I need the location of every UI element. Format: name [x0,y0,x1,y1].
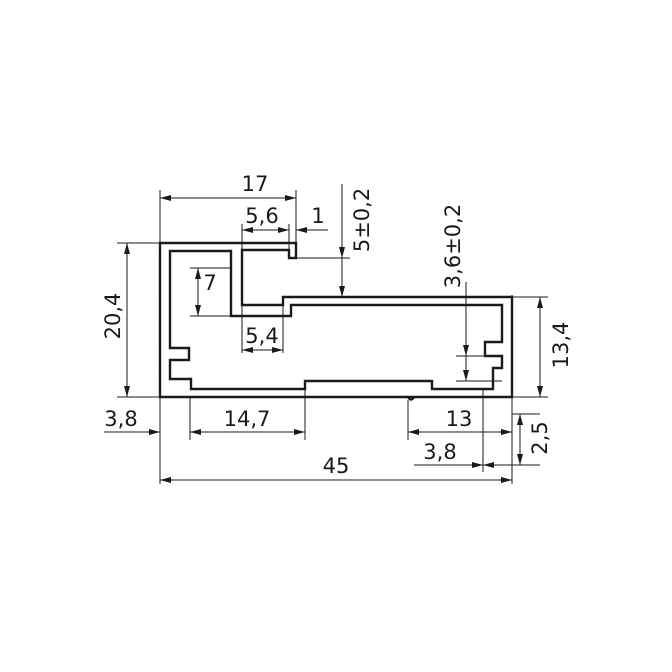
dim-label-wall-left: 3,8 [104,407,137,431]
dim-label-overall-width: 45 [323,454,350,478]
dim-label-notch-width: 5,4 [245,324,278,348]
dim-label-lip-step: 1 [311,204,324,228]
dim-label-bottom-span: 14,7 [224,407,271,431]
arrowheads [124,195,543,483]
dim-label-foot-height: 2,5 [528,421,552,454]
dim-label-inner-groove: 3,6±0,2 [441,204,465,288]
dim-label-lip-width: 5,6 [245,204,278,228]
dim-label-left-height: 20,4 [101,293,125,340]
groove-mark [406,396,416,401]
dim-label-top-offset: 5±0,2 [350,188,374,252]
dim-label-right-wall: 3,8 [423,440,456,464]
dim-label-top-width: 17 [242,172,269,196]
dim-label-right-height: 13,4 [549,322,573,369]
dim-label-right-span: 13 [446,407,473,431]
dim-label-notch-height: 7 [203,271,216,295]
extension-lines [117,190,548,484]
